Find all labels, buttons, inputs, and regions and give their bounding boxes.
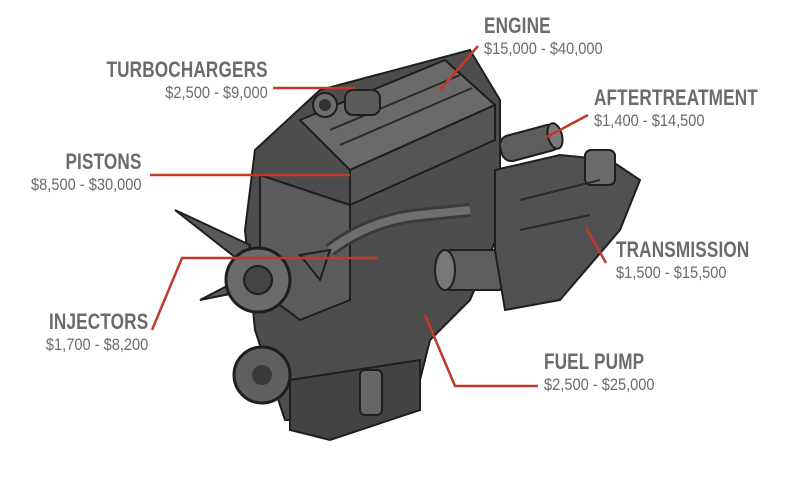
engine-body (243, 48, 511, 442)
injectors-price: $1,700 - $8,200 (45, 335, 148, 354)
leader-fuel-pump (423, 314, 538, 388)
pistons-price: $8,500 - $30,000 (31, 175, 142, 194)
label-injectors: INJECTORS $1,700 - $8,200 (21, 310, 148, 356)
turbocharger-part (312, 89, 381, 118)
label-pistons: PISTONS $8,500 - $30,000 (13, 150, 142, 196)
injectors-name: INJECTORS (48, 309, 148, 334)
turbochargers-name: TURBOCHARGERS (106, 57, 268, 82)
transmission-part (494, 149, 642, 312)
pistons-name: PISTONS (65, 149, 142, 174)
aftertreatment-price: $1,400 - $14,500 (594, 111, 705, 130)
engine-name: ENGINE (484, 13, 551, 38)
turbochargers-price: $2,500 - $9,000 (165, 83, 268, 102)
label-fuel-pump: FUEL PUMP $2,500 - $25,000 (544, 350, 673, 396)
engine-price: $15,000 - $40,000 (484, 39, 603, 58)
label-turbochargers: TURBOCHARGERS $2,500 - $9,000 (61, 58, 268, 104)
fuel-pump-price: $2,500 - $25,000 (544, 375, 655, 394)
leader-injectors (150, 256, 378, 331)
leader-aftertreatment (544, 113, 589, 140)
label-engine: ENGINE $15,000 - $40,000 (484, 14, 622, 60)
label-transmission: TRANSMISSION $1,500 - $15,500 (616, 238, 787, 284)
leader-lines (150, 45, 608, 388)
leader-transmission (584, 227, 608, 264)
aftertreatment-name: AFTERTREATMENT (594, 85, 758, 110)
transmission-price: $1,500 - $15,500 (616, 263, 727, 282)
fuel-pump-name: FUEL PUMP (544, 349, 645, 374)
leader-engine (439, 45, 479, 91)
transmission-name: TRANSMISSION (616, 237, 750, 262)
label-aftertreatment: AFTERTREATMENT $1,400 - $14,500 (594, 86, 794, 132)
